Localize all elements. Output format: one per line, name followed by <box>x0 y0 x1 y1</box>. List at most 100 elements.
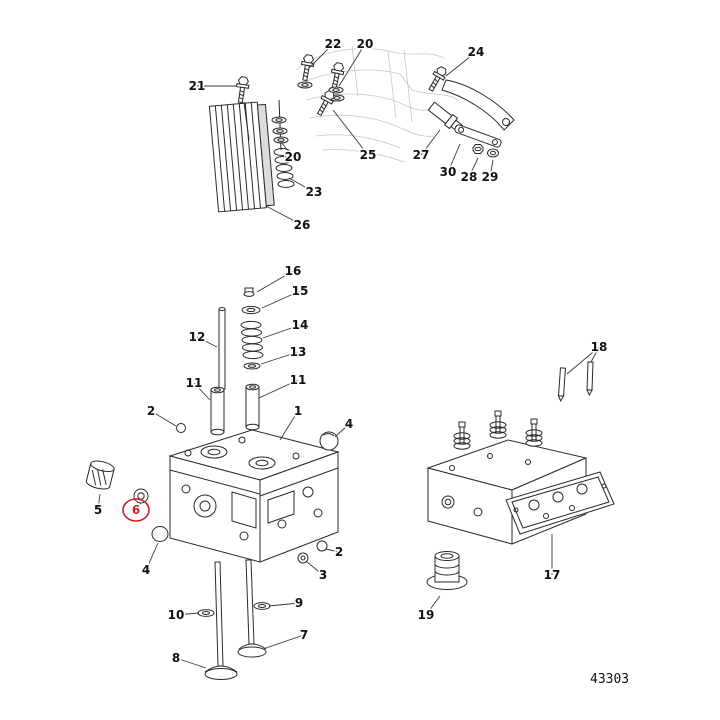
callout-6: 6 <box>132 503 140 517</box>
ring-29 <box>487 148 499 158</box>
valve-cap-16 <box>243 287 255 297</box>
seal-ring-6 <box>133 488 149 504</box>
callout-29: 29 <box>482 170 499 184</box>
callout-27: 27 <box>413 148 430 162</box>
leader-line-2 <box>150 410 177 427</box>
leader-line-9 <box>268 602 300 607</box>
strap-30 <box>454 124 502 148</box>
callout-12: 12 <box>189 330 206 344</box>
stem-seal-10 <box>197 609 215 617</box>
callout-15: 15 <box>292 284 309 298</box>
valve-8-left <box>204 561 238 680</box>
leader-line-20 <box>338 43 366 87</box>
gasket-17 <box>505 471 615 535</box>
ball-4-bottom <box>151 526 169 542</box>
drawing-number: 43303 <box>590 672 629 687</box>
leader-line-27 <box>420 129 441 156</box>
bracket-24 <box>425 64 515 131</box>
callout-2: 2 <box>335 545 343 559</box>
leader-line-14 <box>262 324 301 339</box>
callout-11: 11 <box>290 373 307 387</box>
callout-21: 21 <box>189 79 206 93</box>
callout-8: 8 <box>172 651 180 665</box>
callout-4: 4 <box>345 417 353 431</box>
seal-cup-19 <box>426 551 468 590</box>
callout-23: 23 <box>306 185 323 199</box>
callout-9: 9 <box>295 596 303 610</box>
valve-spring-14 <box>240 320 264 360</box>
callout-3: 3 <box>319 568 327 582</box>
leader-line-6 <box>135 502 142 511</box>
callout-26: 26 <box>294 218 311 232</box>
leader-line-18 <box>566 346 600 375</box>
plug-2-left <box>176 423 186 433</box>
leader-line-4 <box>334 423 350 438</box>
spring-retainer-15 <box>241 305 261 315</box>
stem-seal-9 <box>253 602 271 610</box>
spring-23 <box>273 148 295 188</box>
ball-2-right <box>316 540 328 552</box>
nut-28 <box>472 144 484 154</box>
leader-line-25 <box>332 109 369 156</box>
cover-bolt-22 <box>297 53 316 89</box>
leader-line-15 <box>261 290 301 309</box>
cover-bolt-21 <box>233 75 251 141</box>
callout-18: 18 <box>591 340 608 354</box>
leader-line-11 <box>193 382 211 401</box>
plug-5 <box>85 460 115 490</box>
callout-20: 20 <box>357 37 374 51</box>
studs-18 <box>557 361 594 403</box>
leader-line-12 <box>196 336 218 348</box>
cylinder-head-main <box>168 429 340 563</box>
leader-line-3 <box>306 561 324 576</box>
callout-1: 1 <box>294 404 302 418</box>
leader-line-29 <box>489 159 494 178</box>
leader-line-22 <box>308 43 334 69</box>
leader-line-7 <box>262 634 305 650</box>
callout-7: 7 <box>300 628 308 642</box>
callout-20: 20 <box>285 150 302 164</box>
stud-and-washers-20 <box>271 99 289 151</box>
leader-line-26 <box>265 205 303 226</box>
leader-line-1 <box>279 410 299 441</box>
valve-guide-11-right <box>245 383 260 431</box>
washer-13 <box>243 362 261 370</box>
callout-19: 19 <box>418 608 435 622</box>
callout-16: 16 <box>285 264 302 278</box>
callout-17: 17 <box>544 568 561 582</box>
callout-22: 22 <box>325 37 342 51</box>
leader-line-16 <box>256 270 294 293</box>
plug-3 <box>297 552 309 564</box>
leader-line-18 <box>590 346 600 363</box>
valve-7-right <box>237 559 267 658</box>
leader-line-11 <box>258 379 299 399</box>
leader-line-20 <box>280 141 294 158</box>
callout-10: 10 <box>168 608 185 622</box>
leader-line-24 <box>445 51 477 77</box>
leader-line-23 <box>288 177 315 193</box>
ball-4-right <box>319 431 339 451</box>
bolt-25 <box>313 88 338 118</box>
callout-30: 30 <box>440 165 457 179</box>
valve-stem-12 <box>218 307 226 390</box>
highlight-circle <box>122 498 150 522</box>
callout-24: 24 <box>468 45 485 59</box>
callout-4: 4 <box>142 563 150 577</box>
leader-line-2 <box>325 548 340 553</box>
leader-line-13 <box>260 351 299 365</box>
leader-line-10 <box>175 612 200 616</box>
leader-line-8 <box>175 657 207 669</box>
callout-14: 14 <box>292 318 309 332</box>
leader-line-30 <box>447 143 461 173</box>
callout-5: 5 <box>94 503 102 517</box>
callout-25: 25 <box>360 148 377 162</box>
cylinder-head-assembled <box>426 410 588 545</box>
finned-cover-plate <box>208 101 275 213</box>
valve-guide-11-left <box>210 386 225 436</box>
leader-line-5 <box>97 493 101 511</box>
leader-line-19 <box>425 595 441 616</box>
leader-line-28 <box>468 157 479 178</box>
callout-11: 11 <box>186 376 203 390</box>
